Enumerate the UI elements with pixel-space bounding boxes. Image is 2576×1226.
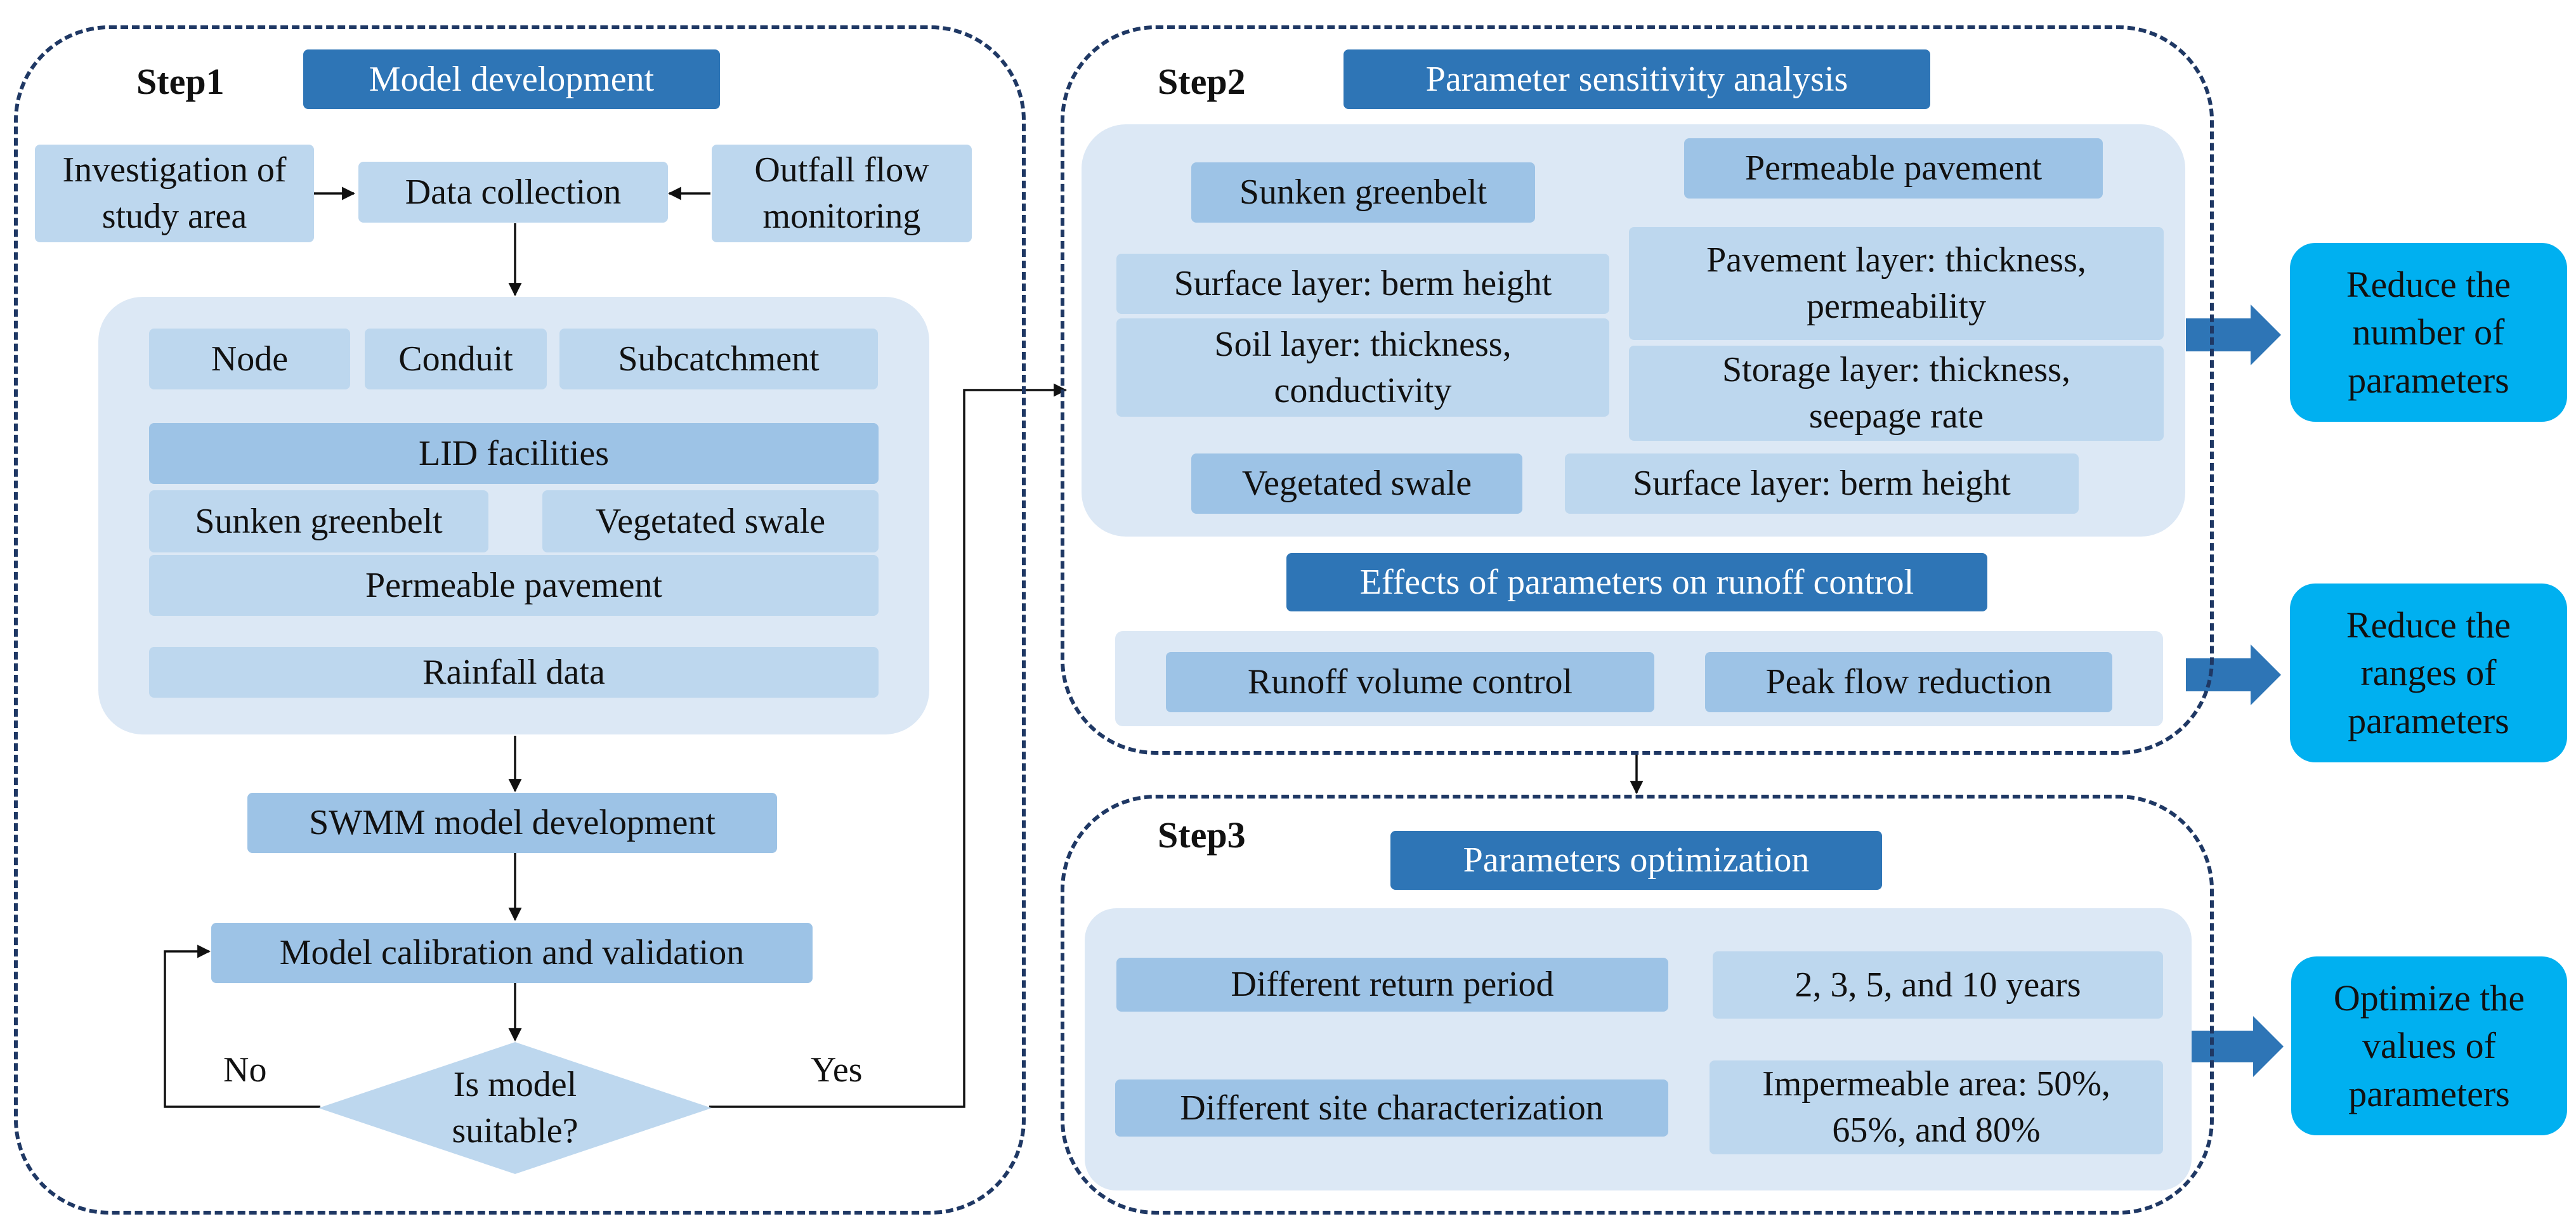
step2-vegetated-swale-box: Vegetated swale <box>1191 453 1522 514</box>
decision-shape <box>318 1042 712 1174</box>
step2-frame <box>1061 25 2214 755</box>
yes-label: Yes <box>811 1050 863 1090</box>
step2-title: Parameter sensitivity analysis <box>1344 49 1930 109</box>
node-box: Node <box>149 329 350 389</box>
impermeable-area-box: Impermeable area: 50%, 65%, and 80% <box>1710 1060 2163 1154</box>
pavement-layer-box: Pavement layer: thickness, permeability <box>1629 227 2164 340</box>
decision-diamond: Is model suitable? <box>318 1042 712 1174</box>
step2-permeable-pavement-box: Permeable pavement <box>1684 138 2103 199</box>
lid-facilities-box: LID facilities <box>149 423 879 484</box>
investigation-box: Investigation of study area <box>35 145 314 242</box>
calibration-box: Model calibration and validation <box>211 923 813 983</box>
step3-title: Parameters optimization <box>1390 831 1882 890</box>
no-label: No <box>223 1050 267 1090</box>
swale-surface-box: Surface layer: berm height <box>1565 453 2079 514</box>
site-characterization-box: Different site characterization <box>1115 1079 1668 1137</box>
return-period-box: Different return period <box>1116 958 1668 1012</box>
permeable-pavement-box: Permeable pavement <box>149 555 879 616</box>
step1-label: Step1 <box>136 61 225 102</box>
swmm-development-box: SWMM model development <box>247 793 777 853</box>
subcatchment-box: Subcatchment <box>559 329 878 389</box>
conduit-box: Conduit <box>365 329 547 389</box>
runoff-volume-box: Runoff volume control <box>1166 652 1654 712</box>
soil-layer-box: Soil layer: thickness, conductivity <box>1116 318 1609 417</box>
effects-title-box: Effects of parameters on runoff control <box>1286 553 1987 611</box>
sunken-greenbelt-box: Sunken greenbelt <box>149 490 488 552</box>
step2-label: Step2 <box>1158 61 1246 102</box>
outcome-reduce-number: Reduce the number of parameters <box>2290 243 2567 422</box>
data-collection-box: Data collection <box>358 162 668 223</box>
step3-frame <box>1061 795 2214 1215</box>
step3-label: Step3 <box>1158 814 1246 856</box>
step2-sunken-greenbelt-box: Sunken greenbelt <box>1191 162 1535 223</box>
greenbelt-surface-box: Surface layer: berm height <box>1116 254 1609 314</box>
step1-title: Model development <box>303 49 720 109</box>
decision-text: Is model suitable? <box>452 1065 579 1151</box>
outcome-reduce-ranges: Reduce the ranges of parameters <box>2290 584 2567 762</box>
rainfall-data-box: Rainfall data <box>149 647 879 698</box>
return-values-box: 2, 3, 5, and 10 years <box>1713 951 2163 1019</box>
storage-layer-box: Storage layer: thickness, seepage rate <box>1629 346 2164 441</box>
outcome-optimize: Optimize the values of parameters <box>2291 956 2567 1135</box>
outfall-box: Outfall flow monitoring <box>712 145 972 242</box>
step1-frame <box>14 25 1026 1215</box>
vegetated-swale-box: Vegetated swale <box>542 490 879 552</box>
peak-flow-box: Peak flow reduction <box>1705 652 2112 712</box>
